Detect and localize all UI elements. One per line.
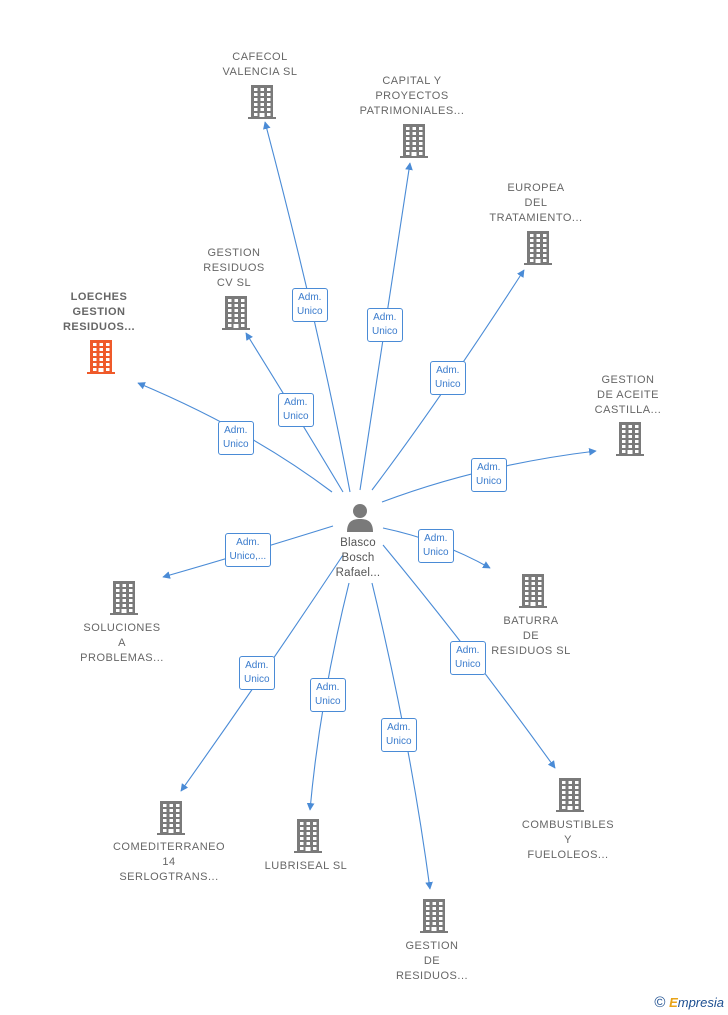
company-label-lubriseal[interactable]: LUBRISEAL SL xyxy=(264,860,348,872)
relation-badge-gestion-res: Adm.Unico xyxy=(381,718,417,752)
building-icon[interactable] xyxy=(519,574,547,613)
person-icon[interactable] xyxy=(345,502,375,537)
building-icon[interactable] xyxy=(556,778,584,817)
building-icon[interactable] xyxy=(524,231,552,270)
relation-badge-lubriseal: Adm.Unico xyxy=(310,678,346,712)
relation-badge-capital: Adm.Unico xyxy=(367,308,403,342)
relation-badge-gestion-cv: Adm.Unico xyxy=(278,393,314,427)
empresia-watermark: © Empresia xyxy=(654,994,724,1011)
building-icon[interactable] xyxy=(248,85,276,124)
relation-badge-soluciones: Adm.Unico,... xyxy=(224,533,272,567)
building-icon[interactable] xyxy=(616,422,644,461)
relation-badge-europea: Adm.Unico xyxy=(430,361,466,395)
relation-badge-combustibles: Adm.Unico xyxy=(450,641,486,675)
building-icon[interactable] xyxy=(400,124,428,163)
relation-badge-aceite: Adm.Unico xyxy=(471,458,507,492)
relation-badge-cafecol: Adm.Unico xyxy=(292,288,328,322)
building-icon[interactable] xyxy=(110,581,138,620)
building-icon[interactable] xyxy=(222,296,250,335)
building-icon[interactable] xyxy=(420,899,448,938)
building-icon[interactable] xyxy=(87,340,115,379)
relation-badge-comediterraneo: Adm.Unico xyxy=(239,656,275,690)
relation-badge-loeches: Adm.Unico xyxy=(218,421,254,455)
building-icon[interactable] xyxy=(294,819,322,858)
building-icon[interactable] xyxy=(157,801,185,840)
relation-badge-baturra: Adm.Unico xyxy=(418,529,454,563)
